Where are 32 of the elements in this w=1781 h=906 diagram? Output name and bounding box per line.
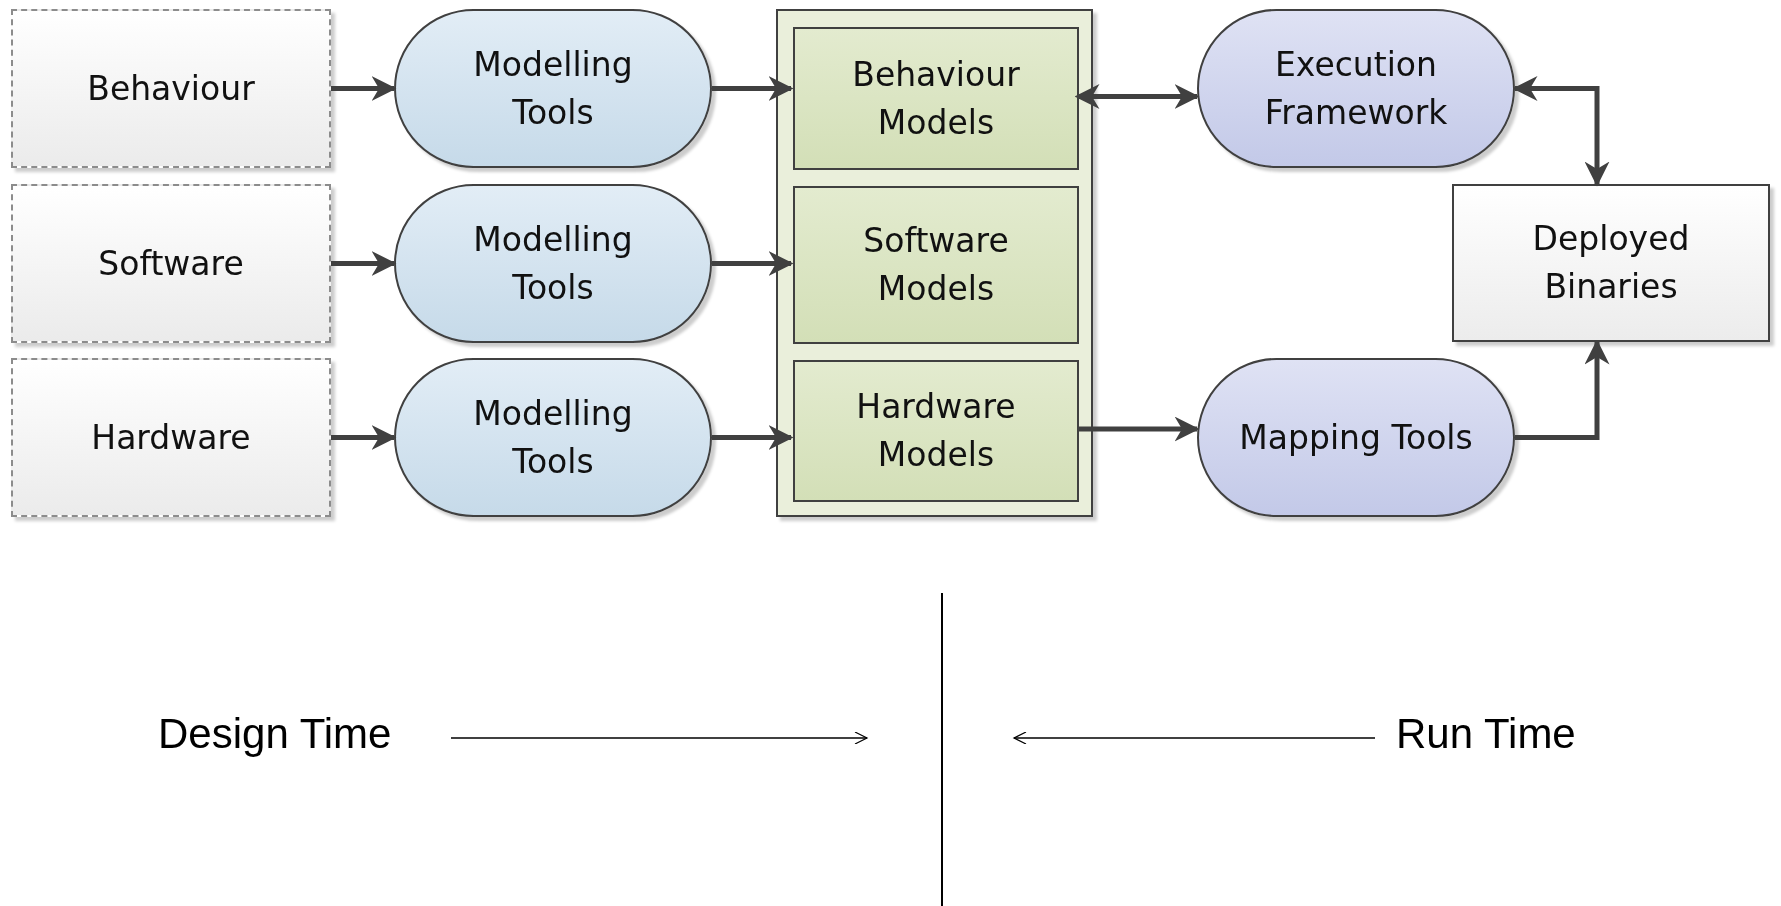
node-label: Mapping Tools (1238, 416, 1474, 459)
arrow (1074, 84, 1200, 109)
node-label: Behaviour Models (851, 53, 1021, 144)
node-label: Modelling Tools (472, 43, 634, 134)
input-box (11, 184, 331, 343)
arrow (1515, 339, 1610, 440)
node-label: Hardware (90, 416, 252, 459)
node-label: Deployed Binaries (1531, 218, 1691, 308)
phase-label: Design Time (158, 713, 392, 755)
output-box (1452, 184, 1770, 342)
input-box (11, 358, 331, 517)
model-box (793, 27, 1079, 170)
node-label: Modelling Tools (472, 392, 634, 483)
input-box (11, 9, 331, 168)
arrow (712, 251, 794, 276)
node-label: Execution Framework (1263, 43, 1449, 134)
arrow (1077, 416, 1200, 442)
phase-label: Run Time (1396, 713, 1576, 755)
node-label: Behaviour (86, 67, 256, 110)
node-label: Software (97, 242, 245, 285)
arrow (331, 76, 397, 101)
node-label: Hardware Models (855, 386, 1017, 476)
arrow (712, 425, 794, 450)
model-box (793, 186, 1079, 344)
arrow (331, 425, 397, 450)
arrow (712, 76, 794, 101)
node-label: Modelling Tools (472, 218, 634, 309)
arrow (331, 251, 397, 276)
arrow (1512, 76, 1610, 187)
model-box (793, 360, 1079, 502)
container-box (776, 9, 1093, 517)
node-label: Software Models (862, 220, 1010, 310)
